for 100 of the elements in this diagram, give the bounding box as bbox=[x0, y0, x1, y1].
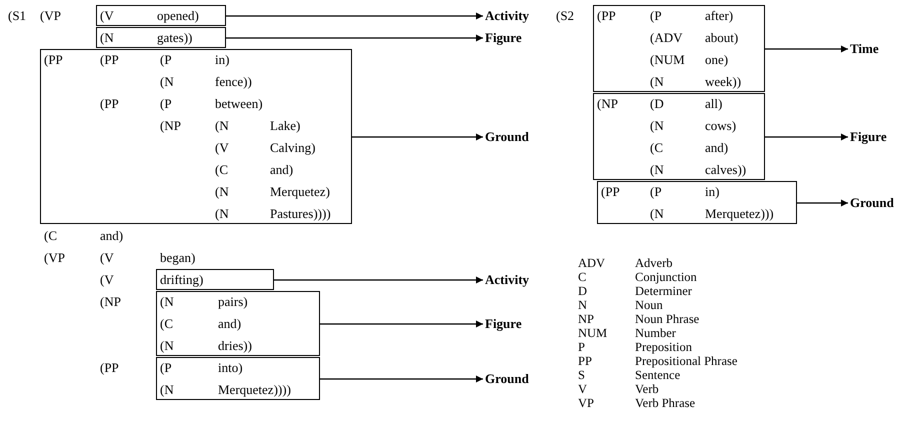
parse-token: in) bbox=[705, 183, 720, 201]
parse-token: (N bbox=[650, 117, 664, 135]
abbreviation: V bbox=[578, 382, 588, 396]
parse-token: (P bbox=[160, 95, 172, 113]
parse-token: fence)) bbox=[215, 73, 252, 91]
parse-token: (S1 bbox=[8, 7, 26, 25]
parse-token: (N bbox=[650, 161, 664, 179]
role-label: Activity bbox=[485, 6, 530, 26]
arrow bbox=[797, 200, 848, 206]
parse-token: (C bbox=[215, 161, 228, 179]
parse-token: (PP bbox=[44, 51, 63, 69]
parse-token: (P bbox=[160, 51, 172, 69]
parse-token: (V bbox=[100, 7, 114, 25]
parse-token: and) bbox=[270, 161, 294, 179]
abbreviation-meaning: Sentence bbox=[635, 368, 680, 382]
parse-token: after) bbox=[705, 7, 734, 25]
bracket-box bbox=[156, 269, 274, 290]
abbreviation-meaning: Noun bbox=[635, 298, 663, 312]
parse-token: Merquetez) bbox=[270, 183, 330, 201]
parse-token: (N bbox=[160, 293, 174, 311]
parse-token: (NP bbox=[160, 117, 181, 135]
parse-token: Calving) bbox=[270, 139, 316, 157]
bracket-box bbox=[156, 291, 320, 356]
parse-token: all) bbox=[705, 95, 722, 113]
abbreviation-meaning: Preposition bbox=[635, 340, 692, 354]
abbreviation-meaning: Verb Phrase bbox=[635, 396, 696, 410]
parse-token: (N bbox=[215, 183, 229, 201]
role-label: Ground bbox=[485, 127, 529, 147]
parse-token: (N bbox=[650, 205, 664, 223]
parse-token: (PP bbox=[100, 51, 119, 69]
abbreviation: ADV bbox=[578, 256, 606, 270]
parse-token: (NP bbox=[100, 293, 121, 311]
arrow bbox=[765, 46, 848, 52]
parse-token: Merquetez))) bbox=[705, 205, 774, 223]
abbreviation: N bbox=[578, 298, 588, 312]
parse-token: Merquetez)))) bbox=[218, 381, 291, 399]
parse-token: (N bbox=[160, 337, 174, 355]
bracket-box bbox=[593, 93, 765, 180]
abbreviation-meaning: Conjunction bbox=[635, 270, 697, 284]
parse-token: began) bbox=[160, 249, 196, 267]
arrow bbox=[226, 34, 483, 42]
abbreviation: D bbox=[578, 284, 588, 298]
abbreviation-meaning: Determiner bbox=[635, 284, 692, 298]
bracket-box bbox=[96, 27, 226, 48]
parse-token: one) bbox=[705, 51, 728, 69]
parse-token: (PP bbox=[597, 7, 616, 25]
role-label: Ground bbox=[485, 369, 529, 389]
parse-token: (V bbox=[100, 271, 114, 289]
abbreviation: VP bbox=[578, 396, 594, 410]
parse-token: cows) bbox=[705, 117, 736, 135]
parse-token: (D bbox=[650, 95, 664, 113]
parse-token: (PP bbox=[100, 359, 119, 377]
parse-token: (N bbox=[160, 73, 174, 91]
role-label: Activity bbox=[485, 270, 530, 290]
bracket-box bbox=[156, 357, 320, 400]
parse-token: in) bbox=[215, 51, 230, 69]
abbreviation: PP bbox=[578, 354, 592, 368]
bracket-box bbox=[597, 181, 797, 224]
parse-token: gates)) bbox=[157, 29, 192, 47]
parse-token: (P bbox=[160, 359, 172, 377]
role-label: Figure bbox=[850, 127, 887, 147]
parse-token: (N bbox=[215, 205, 229, 223]
parse-token: (C bbox=[44, 227, 57, 245]
parse-token: (ADV bbox=[650, 29, 682, 47]
abbreviation: NP bbox=[578, 312, 594, 326]
parse-token: and) bbox=[218, 315, 242, 333]
parse-token: calves)) bbox=[705, 161, 746, 179]
bracket-box bbox=[593, 5, 765, 92]
parse-token: (P bbox=[650, 7, 662, 25]
parse-token: drifting) bbox=[160, 271, 204, 289]
bracket-box bbox=[40, 49, 352, 224]
parse-token: (N bbox=[215, 117, 229, 135]
bracket-box bbox=[96, 5, 226, 26]
arrow bbox=[274, 276, 483, 284]
parse-token: (N bbox=[100, 29, 114, 47]
abbreviation-meaning: Number bbox=[635, 326, 676, 340]
parse-token: (N bbox=[160, 381, 174, 399]
parse-token: (VP bbox=[44, 249, 65, 267]
role-label: Figure bbox=[485, 314, 522, 334]
abbreviation: C bbox=[578, 270, 586, 284]
parse-token: (PP bbox=[100, 95, 119, 113]
arrow bbox=[320, 376, 483, 382]
parse-token: (NUM bbox=[650, 51, 685, 69]
parse-token: (N bbox=[650, 73, 664, 91]
parse-token: and) bbox=[705, 139, 728, 157]
arrow bbox=[765, 134, 848, 140]
parse-token: (PP bbox=[601, 183, 620, 201]
arrow bbox=[226, 12, 483, 20]
parse-token: (VP bbox=[40, 7, 61, 25]
parse-token: pairs) bbox=[218, 293, 248, 311]
abbreviation: P bbox=[578, 340, 585, 354]
parse-token: Pastures)))) bbox=[270, 205, 331, 223]
parse-token: about) bbox=[705, 29, 738, 47]
arrow bbox=[320, 320, 483, 328]
role-label: Figure bbox=[485, 28, 522, 48]
parse-token: (P bbox=[650, 183, 662, 201]
parse-token: opened) bbox=[157, 7, 199, 25]
parse-token: (C bbox=[650, 139, 663, 157]
parse-token: (S2 bbox=[556, 7, 574, 25]
abbreviation-meaning: Noun Phrase bbox=[635, 312, 700, 326]
